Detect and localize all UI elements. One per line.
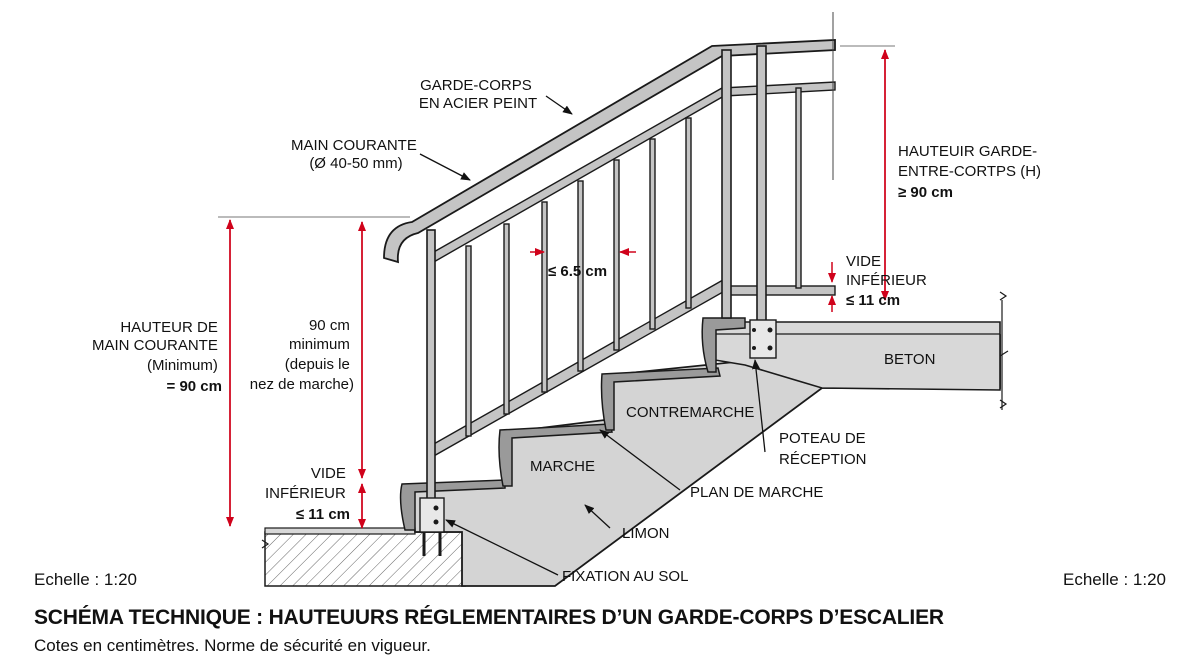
scale-right: Echelle : 1:20 [1062, 570, 1166, 589]
ground-slab [261, 527, 466, 587]
scale-left: Echelle : 1:20 [34, 570, 138, 589]
post-base-bottom [419, 497, 445, 556]
post-base-top [749, 319, 777, 359]
label-main-courante: MAIN COURANTE (Ø 40-50 mm) [291, 137, 421, 172]
label-vide-inferieur-right: VIDE INFÉRIEUR ≤ 11 cm [846, 253, 931, 309]
label-poteau: POTEAU DE RÉCEPTION [779, 430, 870, 468]
label-contremarche: CONTREMARCHE [626, 404, 754, 421]
dimension-lines [218, 45, 895, 529]
label-espacement: ≤ 6.5 cm [548, 263, 607, 280]
label-garde-corps: GARDE-CORPS EN ACIER PEINT [419, 77, 537, 112]
leader-lines [419, 95, 766, 576]
diagram-subtitle: Cotes en centimètres. Norme de sécurité … [34, 636, 431, 655]
label-marche: MARCHE [530, 458, 595, 475]
label-hauteur-main-courante: HAUTEUR DE MAIN COURANTE (Minimum) = 90 … [92, 319, 222, 395]
diagram-title: SCHÉMA TECHNIQUE : HAUTEUURS RÉGLEMENTAI… [34, 606, 944, 629]
label-vide-inferieur-left: VIDE INFÉRIEUR ≤ 11 cm [265, 465, 350, 523]
label-hauteur-garde-corps: HAUTEUIR GARDE- ENTRE-CORTPS (H) ≥ 90 cm [898, 143, 1045, 201]
railing-diagram: GARDE-CORPS EN ACIER PEINT MAIN COURANTE… [92, 12, 1045, 587]
label-beton: BETON [884, 351, 935, 368]
label-plan-de-marche: PLAN DE MARCHE [690, 484, 823, 501]
label-limon: LIMON [622, 525, 670, 542]
label-fixation: FIXATION AU SOL [562, 568, 688, 585]
label-90cm-minimum: 90 cm minimum (depuis le nez de marche) [250, 317, 354, 393]
